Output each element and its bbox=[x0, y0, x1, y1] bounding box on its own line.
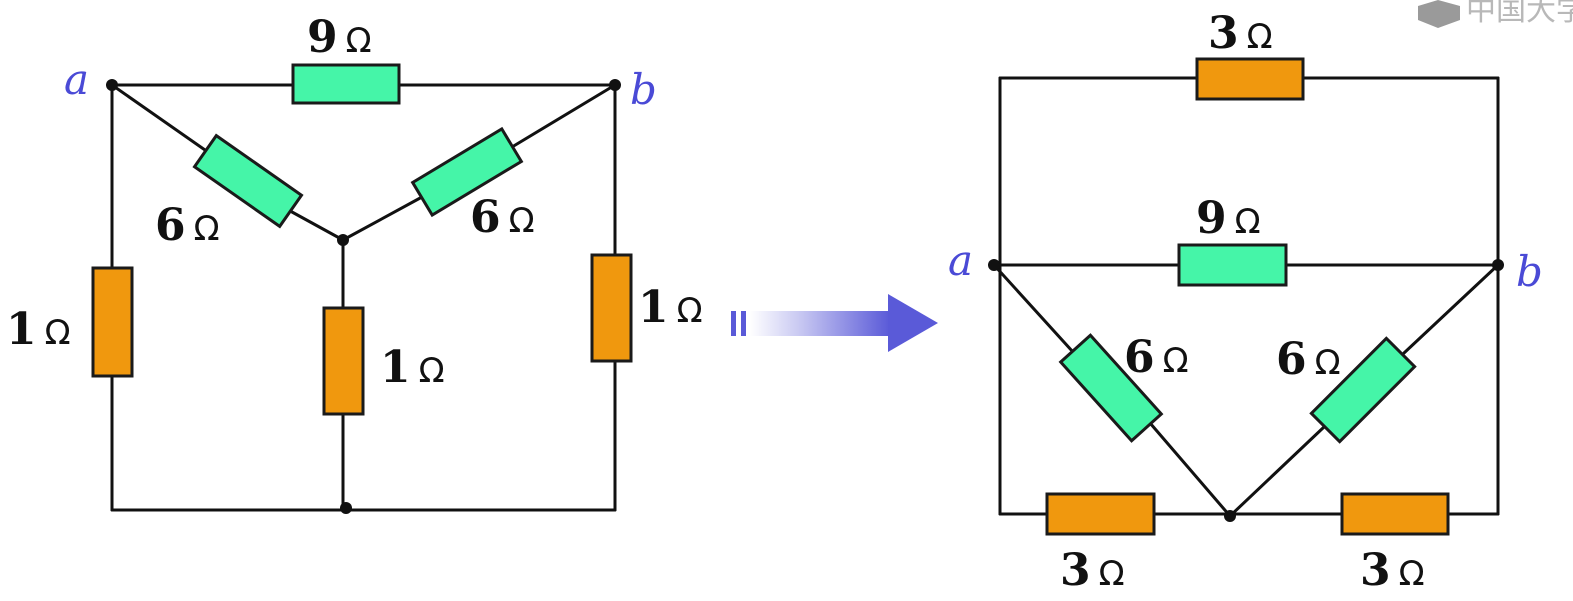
logo-icon bbox=[1418, 0, 1460, 28]
node-bottom-dot bbox=[340, 502, 352, 514]
node-a-dot bbox=[106, 79, 118, 91]
arrow-shaft bbox=[750, 311, 890, 336]
node-b-dot bbox=[609, 79, 621, 91]
wire-a-to-diag-left bbox=[110, 83, 207, 152]
resistor-left-1ohm bbox=[91, 266, 134, 378]
watermark: 中国大学 bbox=[1418, 0, 1573, 28]
wire-diag-right-to-b bbox=[510, 83, 617, 149]
node-bottom-dot bbox=[1224, 510, 1236, 522]
resistor-middle-9ohm bbox=[1177, 243, 1288, 287]
node-a-dot bbox=[988, 259, 1000, 271]
node-b-dot bbox=[1492, 259, 1504, 271]
node-a-label: a bbox=[64, 55, 89, 104]
arrow-tick-1 bbox=[731, 311, 736, 336]
resistor-diag-right-6ohm bbox=[1309, 336, 1417, 444]
resistor-diag-right-6ohm bbox=[410, 126, 524, 218]
node-center-dot bbox=[337, 234, 349, 246]
wire-diag-right-to-b bbox=[1402, 263, 1500, 355]
node-b-label: b bbox=[630, 65, 657, 114]
resistor-center-1ohm bbox=[322, 306, 365, 416]
wire-bottom-to-diag-right bbox=[1228, 425, 1326, 518]
arrow-tick-2 bbox=[741, 311, 746, 336]
wire-a-to-diag-left bbox=[992, 263, 1075, 354]
node-a-label: a bbox=[948, 236, 973, 285]
resistor-bottom-left-3ohm bbox=[1045, 492, 1156, 536]
wire-diag-left-to-center bbox=[290, 210, 345, 242]
wire-diag-left-to-bottom bbox=[1148, 421, 1232, 518]
resistor-top-9ohm bbox=[291, 63, 401, 105]
watermark-text: 中国大学 bbox=[1466, 0, 1573, 28]
resistor-diag-left-6ohm bbox=[1058, 333, 1164, 443]
resistor-bottom-right-3ohm bbox=[1340, 492, 1450, 536]
resistor-right-1ohm bbox=[590, 253, 633, 363]
arrow-head-icon bbox=[888, 294, 938, 352]
resistor-top-3ohm bbox=[1195, 57, 1305, 101]
equivalence-arrow bbox=[731, 294, 938, 352]
wire-center-to-diag-right bbox=[341, 195, 424, 242]
node-b-label: b bbox=[1516, 247, 1543, 296]
resistor-diag-left-6ohm bbox=[192, 133, 304, 229]
